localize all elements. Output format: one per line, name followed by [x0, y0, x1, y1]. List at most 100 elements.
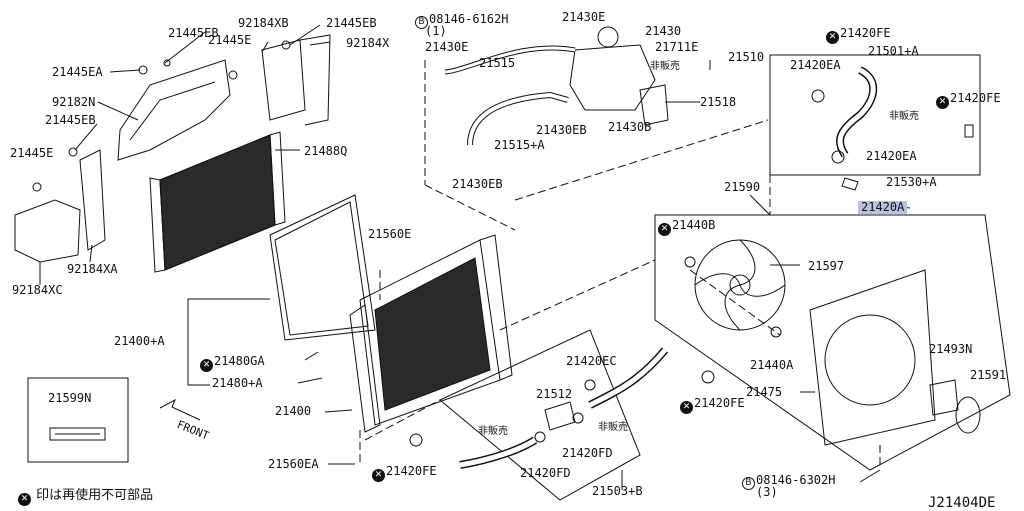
fan-shroud-ring [824, 314, 916, 406]
leader-21445ea [109, 69, 141, 73]
dash-2 [424, 184, 516, 231]
callout-21599n: 21599N [48, 391, 92, 405]
callout-21440a: 21440A [750, 358, 794, 372]
x-circle-icon: ✕ [680, 401, 693, 414]
hose-21515-inner [444, 46, 576, 74]
callout-21440b: ✕21440B [658, 219, 715, 236]
leader-21480a [297, 377, 323, 384]
reservoir-group [444, 26, 669, 146]
callout-21420ea-top: 21420EA [790, 58, 841, 72]
callout-21430b: 21430B [608, 120, 652, 134]
callout-hihanbai-4: 非販売 [598, 422, 628, 433]
bolt-21440a [770, 326, 782, 338]
legend-text: 印は再使用不可部品 [36, 488, 154, 503]
callout-21430e-top: 21430E [562, 10, 606, 24]
callout-21560ea: 21560EA [268, 457, 319, 471]
callout-21420a[interactable]: 21420A [858, 201, 908, 214]
callout-21420ea-low: 21420EA [866, 149, 917, 163]
x-circle-icon: ✕ [200, 359, 213, 372]
bolt-21530a [841, 177, 859, 191]
hose-21515a-inner [468, 92, 569, 146]
fan-hub [729, 274, 751, 296]
callout-21420fd-mid: 21420FD [562, 446, 613, 460]
callout-21445eb-top: 21445EB [168, 26, 219, 40]
hose-lower-2-inner [588, 348, 667, 408]
condenser-21488q [149, 131, 286, 273]
fan-blade-detail [694, 239, 786, 331]
callout-21560e: 21560E [368, 227, 412, 241]
leader-21445eb-right [289, 24, 321, 46]
shroud-92184xc-shape [14, 199, 81, 263]
reservoir-cap-21430 [597, 26, 619, 48]
callout-21501a: 21501+A [868, 44, 919, 58]
callout-21420fe-bottom: ✕21420FE [372, 465, 437, 482]
clamp-21420ec [584, 379, 596, 391]
x-circle-icon: ✕ [18, 493, 31, 506]
leader-21445eb-left [74, 123, 98, 151]
label-plate-21599n [49, 427, 106, 441]
callout-21420ec: 21420EC [566, 354, 617, 368]
callout-21400: 21400 [275, 404, 312, 418]
x-circle-icon: ✕ [658, 223, 671, 236]
callout-21445ea: 21445EA [52, 65, 103, 79]
callout-21445e-top: 21445E [208, 33, 252, 47]
hose-21501a-inner [837, 67, 876, 157]
callout-92182n: 92182N [52, 95, 96, 109]
nut-21440b [684, 256, 696, 268]
callout-21493n: 21493N [929, 342, 973, 356]
callout-21430: 21430 [645, 24, 682, 38]
leader-21590 [749, 194, 771, 216]
callout-hihanbai-1: 非販売 [650, 61, 680, 72]
leader-92182n [97, 101, 139, 121]
leader-21400a-bracket [187, 299, 210, 386]
dash-3 [514, 119, 769, 201]
callout-21591: 21591 [970, 368, 1007, 382]
callout-21510: 21510 [728, 50, 765, 64]
dash-9 [689, 269, 781, 336]
clip-21445eb-top [163, 59, 171, 67]
callout-21420fd-low: 21420FD [520, 466, 571, 480]
callout-21518: 21518 [700, 95, 737, 109]
leader-21400 [324, 409, 353, 413]
leader-92184xa [89, 244, 93, 263]
callout-92184xc: 92184XC [12, 283, 63, 297]
callout-21515: 21515 [479, 56, 516, 70]
harness-21591 [955, 396, 981, 434]
drawing-code: J21404DE [928, 495, 996, 511]
upper-hose-frame [769, 54, 981, 176]
callout-21475: 21475 [746, 385, 783, 399]
leader-92184x [309, 41, 331, 46]
callout-21445eb-left: 21445EB [45, 113, 96, 127]
label-box-21599n [27, 377, 129, 463]
x-circle-icon: ✕ [826, 31, 839, 44]
b-circle-icon: B [742, 477, 755, 490]
callout-21512: 21512 [536, 387, 573, 401]
clip-21445eb-left [68, 147, 78, 157]
legend: ✕ 印は再使用不可部品 [18, 484, 153, 506]
callout-21400a: 21400+A [114, 334, 165, 348]
fan-group-frame [654, 214, 1011, 471]
lower-hose-frame [439, 329, 641, 501]
plug-21420fe [964, 124, 974, 138]
callout-21480ga: ✕21480GA [200, 355, 265, 372]
dashed-leaders [359, 60, 881, 465]
clip-21445e-left [32, 182, 42, 192]
leader-lines [39, 24, 911, 490]
callout-21530a: 21530+A [886, 175, 937, 189]
callout-21488q: 21488Q [304, 144, 348, 158]
bracket-92184xa-shape [79, 149, 106, 251]
radiator-right-tank [479, 234, 513, 381]
clamp-21420fe-bottom [409, 433, 423, 447]
callout-21420fe-mid: ✕21420FE [680, 397, 745, 414]
clamp-21420fd-low [534, 431, 546, 443]
clamp-21420ea-top [811, 89, 825, 103]
b-circle-icon: B [415, 16, 428, 29]
x-circle-icon: ✕ [936, 96, 949, 109]
callout-21430e-left: 21430E [425, 40, 469, 54]
leader-21480ga [304, 351, 319, 361]
radiator-a-frame [269, 194, 376, 341]
radiator-core [374, 257, 491, 411]
